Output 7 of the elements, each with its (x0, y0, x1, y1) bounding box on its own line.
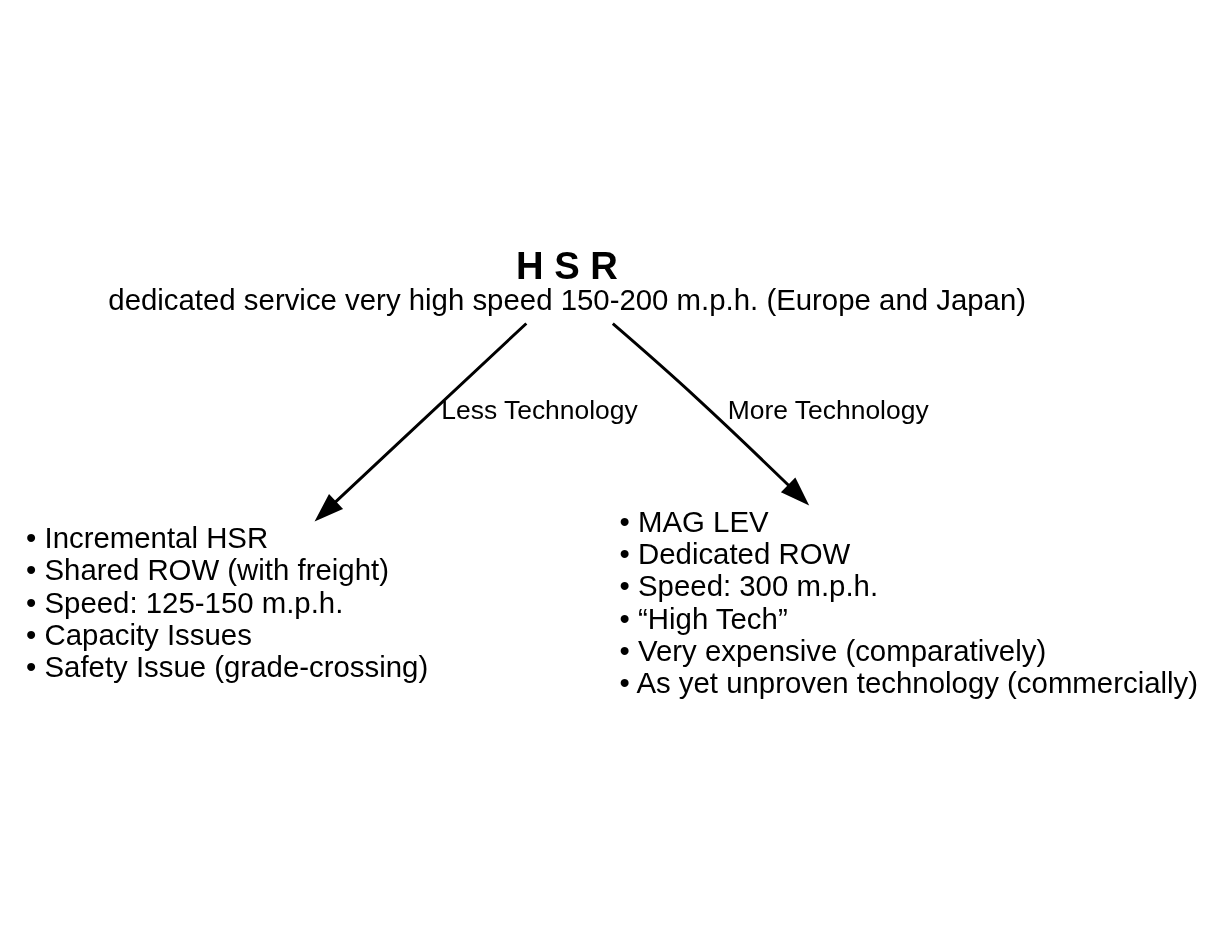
arrow (314, 321, 528, 522)
node-text: H S R dedicated service very high speed 150-200 m.p.h. (Europe and Japan) (108, 243, 1027, 316)
node-text: • MAG LEV • Dedicated ROW • Speed: 300 m.p.h. • “High Tech” • Very expensive (comparatively) • As yet unproven technology (commercially) (619, 504, 1199, 699)
edge-label: Less Technology (441, 394, 638, 425)
node-text: • Incremental HSR • Shared ROW (with freight) • Speed: 125-150 m.p.h. • Capacity Issues • Safety Issue (grade-crossing) (26, 520, 429, 683)
edge-label: More Technology (727, 394, 929, 425)
arrow (611, 322, 810, 505)
